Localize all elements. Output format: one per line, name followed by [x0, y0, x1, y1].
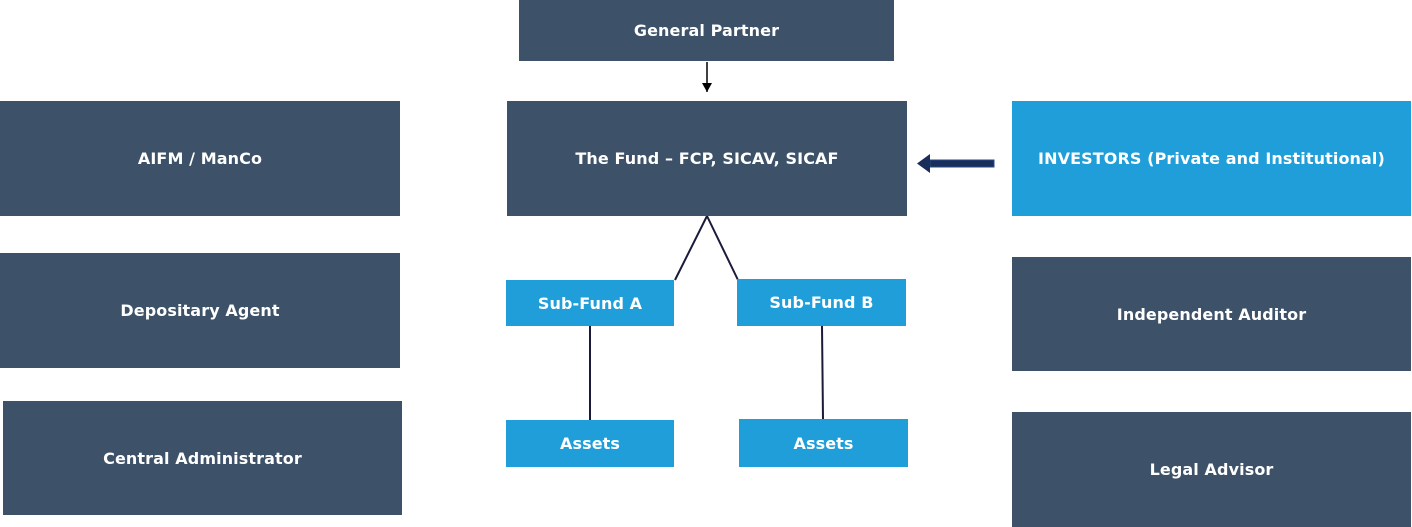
- assets-b-label: Assets: [793, 433, 854, 453]
- independent-auditor-box: Independent Auditor: [1012, 257, 1411, 371]
- investors-box: INVESTORS (Private and Institutional): [1012, 101, 1411, 216]
- depositary-agent-label: Depositary Agent: [120, 301, 280, 320]
- general-partner-box: General Partner: [519, 0, 894, 61]
- legal-advisor-label: Legal Advisor: [1149, 460, 1274, 479]
- legal-advisor-box: Legal Advisor: [1012, 412, 1411, 527]
- depositary-agent-box: Depositary Agent: [0, 253, 400, 368]
- sub-fund-a-box: Sub-Fund A: [506, 280, 674, 326]
- fund-box: The Fund – FCP, SICAV, SICAF: [507, 101, 907, 216]
- investors-to-fund-arrow: [917, 154, 995, 173]
- subfund-b-to-assets-line: [821, 325, 824, 420]
- fund-to-subfund-a-line: [674, 215, 708, 281]
- assets-b-box: Assets: [739, 419, 908, 467]
- sub-fund-b-box: Sub-Fund B: [737, 279, 906, 326]
- assets-a-box: Assets: [506, 420, 674, 467]
- aifm-label: AIFM / ManCo: [137, 149, 263, 168]
- aifm-box: AIFM / ManCo: [0, 101, 400, 216]
- investors-label: INVESTORS (Private and Institutional): [1038, 149, 1385, 168]
- independent-auditor-label: Independent Auditor: [1116, 304, 1307, 324]
- sub-fund-a-label: Sub-Fund A: [537, 293, 643, 313]
- general-partner-label: General Partner: [633, 21, 780, 40]
- central-administrator-label: Central Administrator: [103, 448, 302, 468]
- central-administrator-box: Central Administrator: [3, 401, 402, 515]
- fund-label: The Fund – FCP, SICAV, SICAF: [575, 149, 839, 168]
- sub-fund-b-label: Sub-Fund B: [769, 293, 874, 312]
- assets-a-label: Assets: [559, 434, 621, 453]
- fund-to-subfund-b-line: [706, 215, 739, 281]
